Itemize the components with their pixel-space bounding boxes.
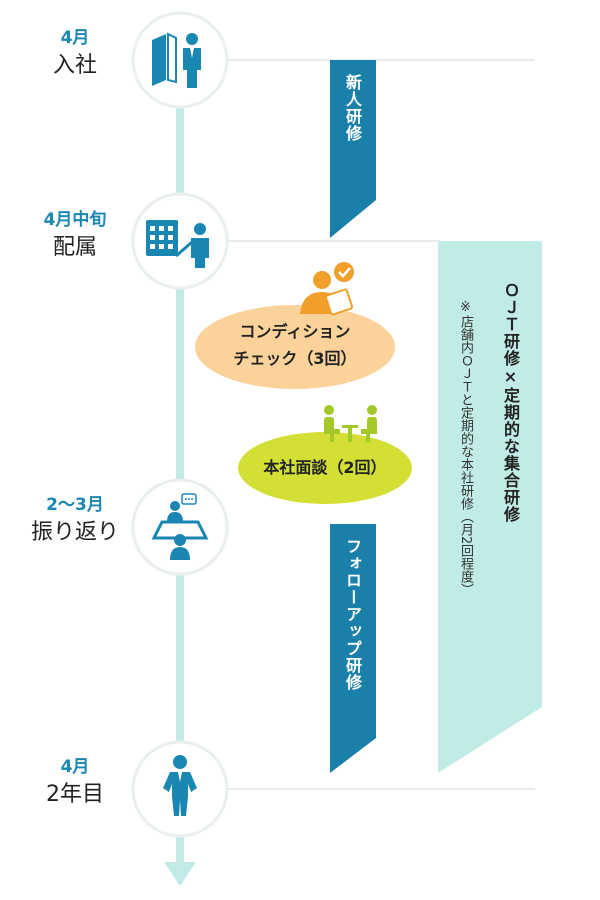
new-hire-training-banner xyxy=(330,60,376,238)
interview-icon xyxy=(324,405,377,442)
ojt-training-label: ＯＪＴ研修×定期的な集合研修 xyxy=(501,282,520,523)
milestone-month: 4月 xyxy=(60,28,90,48)
timeline-line xyxy=(176,60,184,865)
condition-check-bubble xyxy=(195,305,395,389)
milestone-month: 2～3月 xyxy=(46,495,104,515)
condition-check-line-2: チェック（3回） xyxy=(233,349,357,369)
milestone-review: 2～3月 振り返り xyxy=(15,496,135,545)
milestone-event: 2年目 xyxy=(46,781,104,807)
new-employee-icon xyxy=(152,32,201,88)
tablet-check-icon xyxy=(300,262,354,316)
second-year-icon xyxy=(163,755,197,816)
follow-up-training-label: フォローアップ研修 xyxy=(343,538,362,691)
hq-interview-bubble xyxy=(238,432,412,504)
milestone-month: 4月 xyxy=(60,757,90,777)
hq-interview-text: 本社面談（2回） xyxy=(263,458,387,477)
new-hire-training-label: 新人研修 xyxy=(343,74,362,142)
milestone-event: 配属 xyxy=(52,234,97,260)
milestone-assign: 4月中旬 配属 xyxy=(20,211,130,260)
milestone-second-year: 4月 2年目 xyxy=(20,758,130,807)
timeline-arrowhead xyxy=(164,862,196,886)
review-meeting-icon xyxy=(151,493,209,560)
condition-check-text: コンディション チェック（3回） xyxy=(205,318,385,372)
milestone-event: 入社 xyxy=(52,52,97,78)
milestone-join: 4月 入社 xyxy=(20,29,130,78)
ojt-band xyxy=(438,241,542,773)
follow-up-training-banner xyxy=(330,524,376,773)
ojt-training-note: ※店舗内ＯＪＴと定期的な本社研修（月2回程度） xyxy=(458,300,473,597)
condition-check-line-1: コンディション xyxy=(239,322,351,341)
milestone-circle-join xyxy=(131,11,229,109)
milestone-event: 振り返り xyxy=(30,519,119,545)
milestone-month: 4月中旬 xyxy=(43,210,107,230)
milestone-circle-review xyxy=(131,478,229,576)
assignment-icon xyxy=(146,220,209,268)
